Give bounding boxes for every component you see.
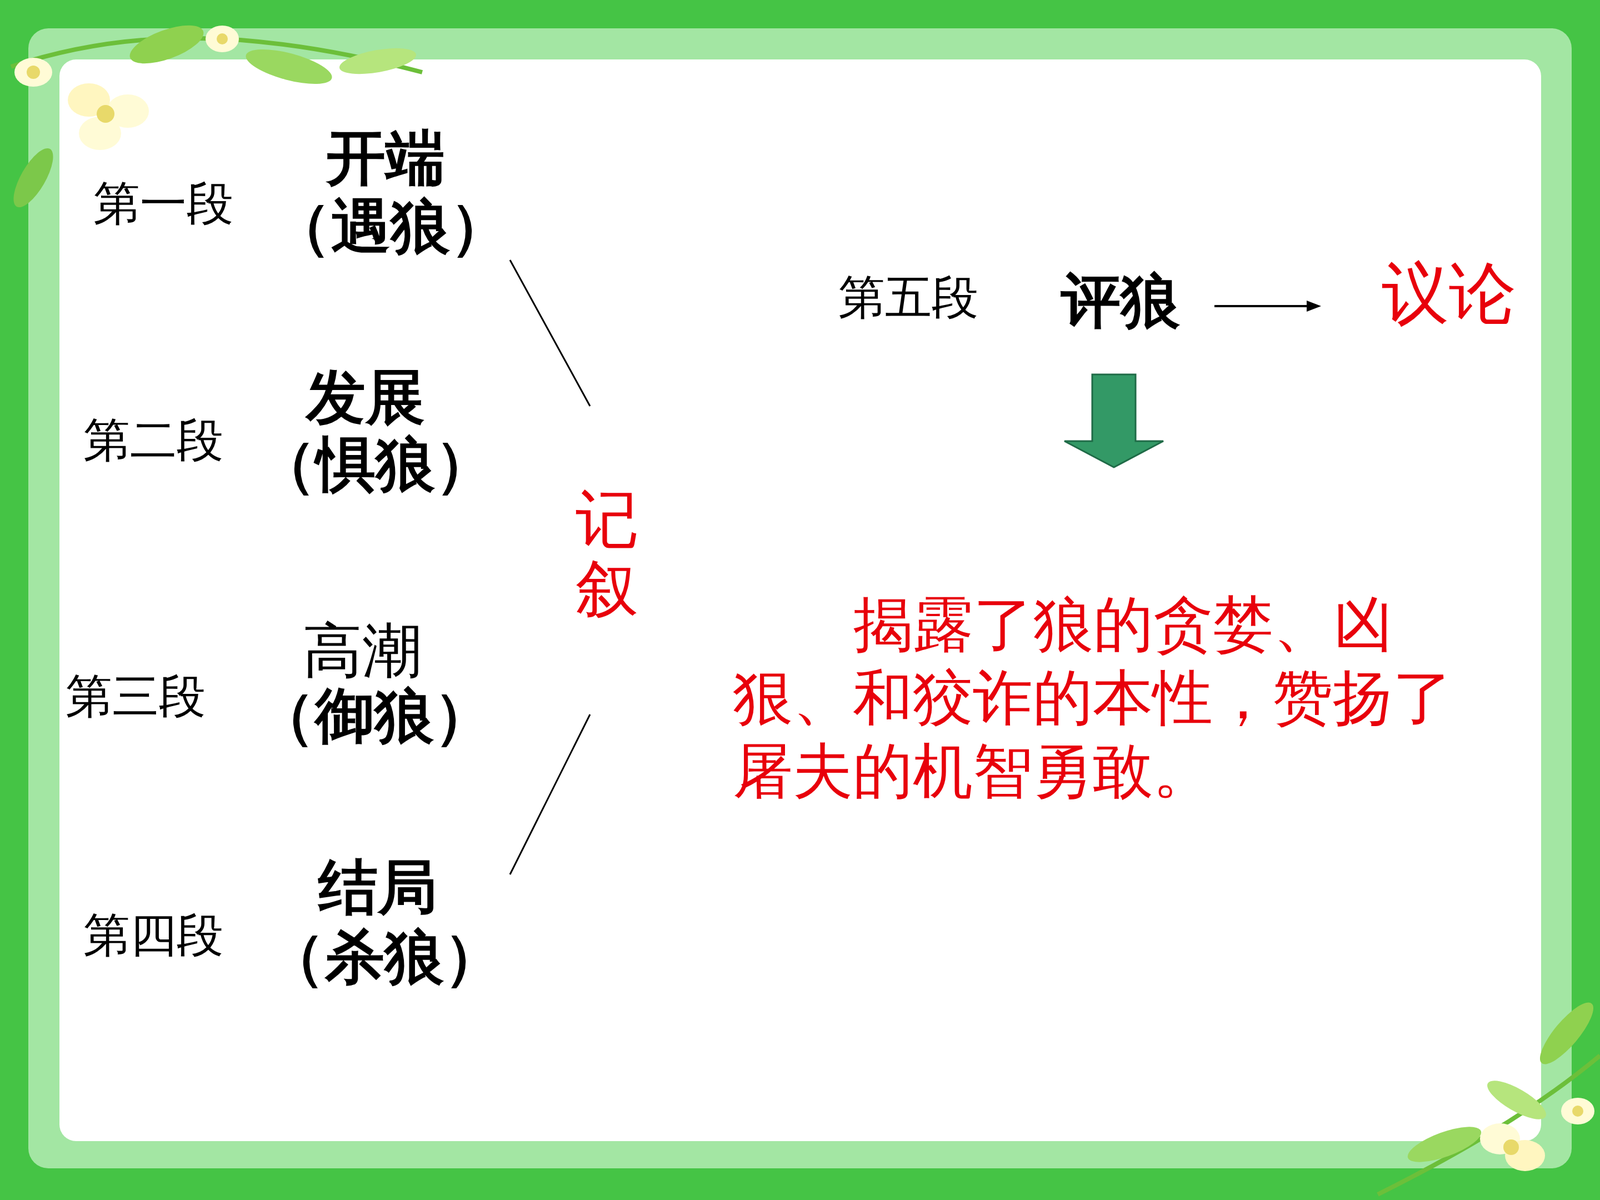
bracket-line: [510, 714, 590, 875]
stage-event: （御狼）: [255, 680, 494, 752]
section-number: 第四段: [83, 907, 224, 964]
mode-label: 记叙: [575, 484, 639, 624]
mode-label: 议论: [1381, 253, 1517, 334]
stage-name: 开端: [326, 122, 445, 194]
stage-name: 发展: [306, 362, 425, 434]
stage-name: 结局: [318, 852, 438, 924]
stage-event: （杀狼）: [265, 921, 504, 993]
section-number: 第一段: [93, 176, 234, 233]
section-number: 第二段: [83, 412, 224, 469]
down-arrow: [1064, 374, 1164, 468]
stage-event: （遇狼）: [271, 191, 510, 263]
bracket-line: [510, 260, 590, 407]
section-number: 第五段: [838, 270, 979, 327]
right-arrow: [1214, 300, 1322, 312]
light-green-band: [28, 28, 1572, 1169]
stage-name: 高潮: [302, 615, 422, 687]
stage-event: （惧狼）: [256, 428, 495, 500]
stage-name: 评狼: [1061, 265, 1180, 337]
flower-decoration-bottom-right: [1377, 995, 1600, 1195]
section-number: 第三段: [65, 668, 206, 725]
summary-text: 揭露了狼的贪婪、凶狠、和狡诈的本性，赞扬了屠夫的机智勇敢。: [732, 587, 1474, 809]
white-panel: [59, 59, 1542, 1142]
